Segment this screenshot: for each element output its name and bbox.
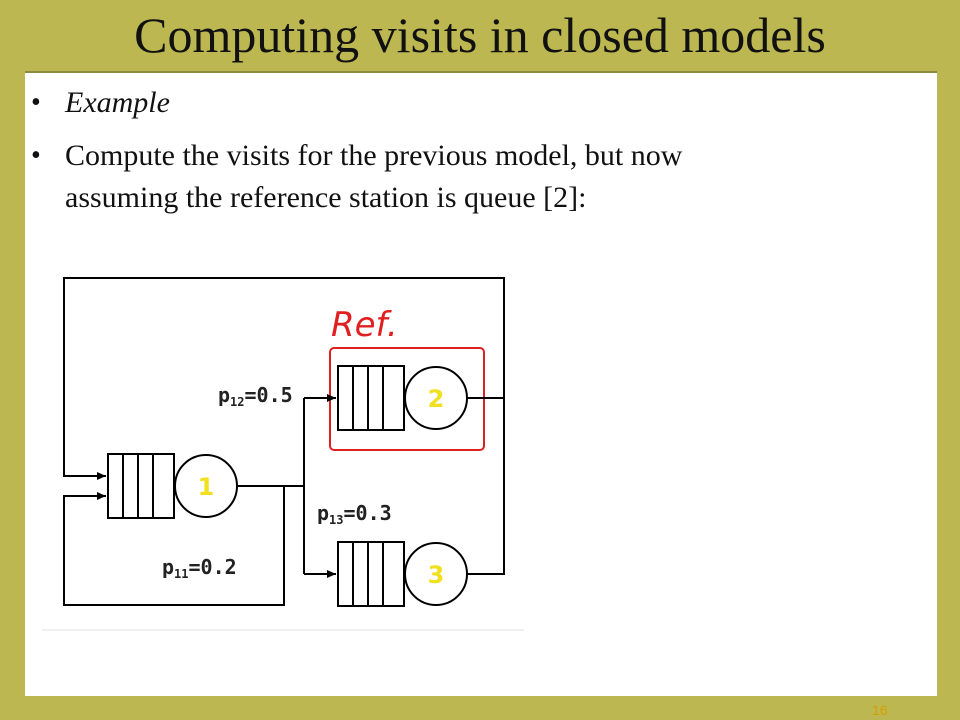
bullet-dot: • (31, 140, 41, 171)
bullet-text-line1: Compute the visits for the previous mode… (65, 139, 683, 172)
bullet-text-line2: assuming the reference station is queue … (65, 181, 587, 214)
ref-label: Ref. (331, 305, 398, 345)
p11-label: p11=0.2 (162, 555, 237, 581)
queueing-network-diagram: Ref. 2 1 3 (42, 266, 527, 636)
connection-lines (63, 277, 505, 606)
station-2-number: 2 (428, 385, 445, 413)
slide-number: 16 (872, 702, 888, 718)
p13-label: p13=0.3 (317, 501, 392, 527)
content-divider (25, 71, 937, 73)
station-1: 1 (107, 453, 238, 519)
slide-content: • Example • Compute the visits for the p… (25, 73, 937, 696)
station-1-number: 1 (198, 473, 215, 501)
p12-label: p12=0.5 (218, 383, 293, 409)
bullet-text: Example (65, 86, 170, 119)
bullet-dot: • (31, 87, 41, 118)
slide-title: Computing visits in closed models (134, 7, 826, 63)
station-3-number: 3 (428, 561, 445, 589)
